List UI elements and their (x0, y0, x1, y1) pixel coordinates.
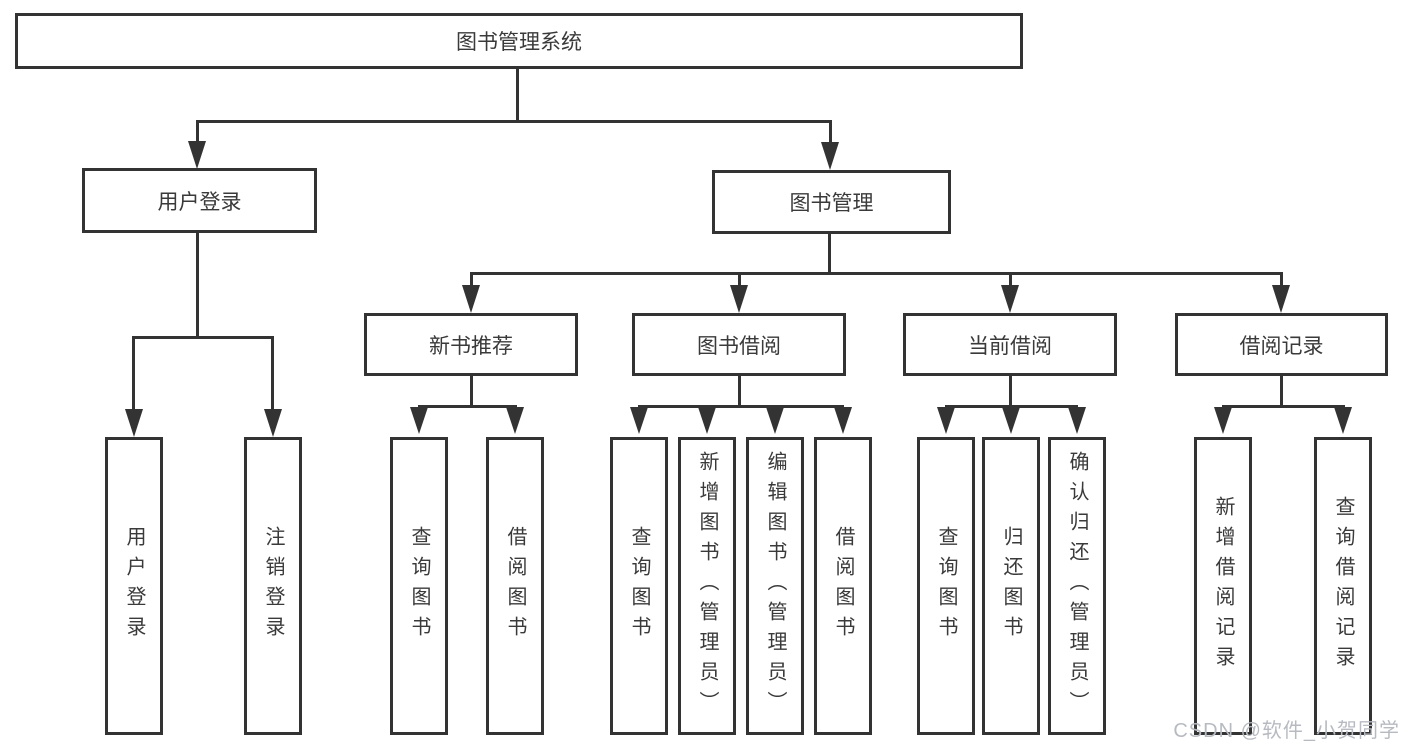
node-logout-leaf: 注销登录 (244, 437, 302, 735)
connector-br-vline (1280, 376, 1283, 407)
connector-bookborrow-stub (738, 272, 741, 287)
arrow-down-icon (821, 142, 839, 170)
node-book-management: 图书管理 (712, 170, 951, 234)
arrow-down-icon (698, 407, 716, 434)
arrow-down-icon (766, 407, 784, 434)
arrow-down-icon (1001, 285, 1019, 313)
csdn-watermark: CSDN @软件_小贺同学 (1173, 720, 1400, 742)
node-borrowing-records: 借阅记录 (1175, 313, 1388, 376)
connector-login-sub-stub (132, 336, 135, 412)
connector-records-stub (1280, 272, 1283, 287)
connector-root-vline (516, 69, 519, 122)
node-nbr-query-books: 查询图书 (390, 437, 448, 735)
arrow-down-icon (188, 141, 206, 169)
node-nbr-borrow-books: 借阅图书 (486, 437, 544, 735)
connector-mgmt-vline (828, 234, 831, 275)
arrow-down-icon (125, 409, 143, 437)
node-bb-borrow-books: 借阅图书 (814, 437, 872, 735)
node-new-book-recommend: 新书推荐 (364, 313, 578, 376)
arrow-down-icon (1214, 407, 1232, 434)
node-bb-add-books-admin: 新增图书（管理员） (678, 437, 736, 735)
arrow-down-icon (462, 285, 480, 313)
arrow-down-icon (264, 409, 282, 437)
connector-br-hline (1222, 405, 1345, 408)
node-cb-query-books: 查询图书 (917, 437, 975, 735)
connector-nbr-hline (418, 405, 517, 408)
connector-newbook-stub (470, 272, 473, 287)
node-user-login-leaf: 用户登录 (105, 437, 163, 735)
arrow-down-icon (506, 407, 524, 434)
node-book-borrowing: 图书借阅 (632, 313, 846, 376)
arrow-down-icon (630, 407, 648, 434)
connector-nbr-vline (470, 376, 473, 407)
arrow-down-icon (1334, 407, 1352, 434)
connector-cb-vline (1009, 376, 1012, 407)
connector-login-hline (132, 336, 274, 339)
node-cb-confirm-return-admin: 确认归还（管理员） (1048, 437, 1106, 735)
node-br-query-record: 查询借阅记录 (1314, 437, 1372, 735)
node-bb-query-books: 查询图书 (610, 437, 668, 735)
arrow-down-icon (1002, 407, 1020, 434)
arrow-down-icon (730, 285, 748, 313)
node-cb-return-books: 归还图书 (982, 437, 1040, 735)
node-br-add-record: 新增借阅记录 (1194, 437, 1252, 735)
connector-login-vline (196, 233, 199, 338)
node-root: 图书管理系统 (15, 13, 1023, 69)
connector-bb-vline (738, 376, 741, 407)
connector-user-login-stub (196, 120, 199, 144)
connector-book-mgmt-stub (829, 120, 832, 144)
connector-cb-hline (945, 405, 1078, 408)
arrow-down-icon (1272, 285, 1290, 313)
arrow-down-icon (834, 407, 852, 434)
arrow-down-icon (410, 407, 428, 434)
connector-logout-sub-stub (271, 336, 274, 412)
connector-currentborrow-stub (1009, 272, 1012, 287)
node-current-borrowing: 当前借阅 (903, 313, 1117, 376)
connector-mgmt-hline (470, 272, 1283, 275)
connector-bb-hline (638, 405, 844, 408)
arrow-down-icon (937, 407, 955, 434)
node-user-login: 用户登录 (82, 168, 317, 233)
node-bb-edit-books-admin: 编辑图书（管理员） (746, 437, 804, 735)
connector-root-hline (196, 120, 832, 123)
arrow-down-icon (1068, 407, 1086, 434)
